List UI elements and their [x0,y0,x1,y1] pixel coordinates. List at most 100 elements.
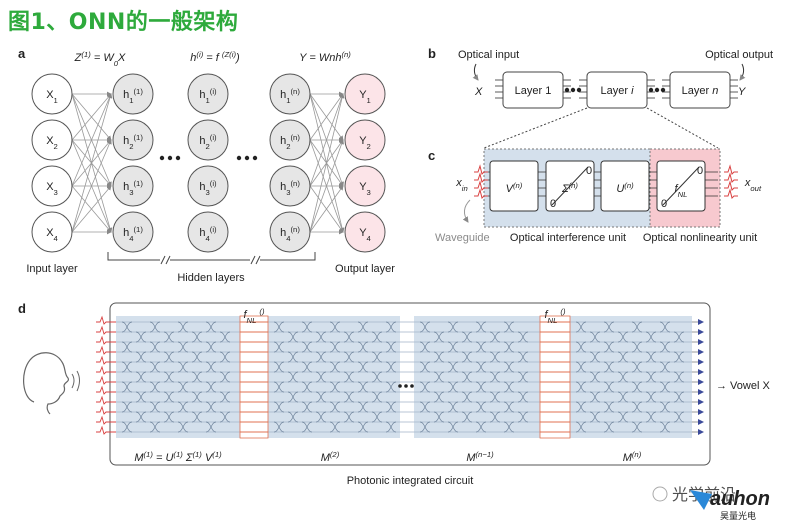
superscript: (n) [291,87,301,96]
mzi-coupler [603,341,615,353]
glyph: M [466,452,476,464]
glyph: Y [359,135,367,147]
mzi-coupler [433,391,445,403]
mzi-coupler [149,361,161,373]
output-pulse [724,180,738,191]
brand-logo-icon [690,490,712,510]
mzi-coupler [385,321,397,333]
neuron-label: h1(1) [123,87,143,105]
mzi-coupler [503,381,515,393]
ellipsis-dot [244,155,250,161]
ellipsis-dot [570,87,576,93]
layer-index: n [712,85,718,97]
mzi-coupler [617,391,629,403]
nonlinearity-unit-label: Optical nonlinearity unit [643,232,757,244]
mesh-block [414,316,540,438]
neuron-node [187,211,229,253]
waveguide-pointer [462,199,471,223]
mzi-coupler [617,331,629,343]
subscript: 3 [54,188,58,197]
input-pulse [96,335,116,345]
mzi-coupler [301,421,313,433]
neuron-node [344,165,386,207]
input-pulse [474,164,488,175]
mzi-coupler [163,331,175,343]
superscript: (i) [210,87,217,96]
glyph: = [203,52,216,64]
glyph: h [199,89,205,101]
neuron-node [31,211,73,253]
superscript: (i) [210,179,217,188]
matrix-block [600,160,650,212]
vowel-output-label: → Vowel X [716,380,770,392]
mzi-coupler [489,331,501,343]
mzi-coupler [149,421,161,433]
mzi-coupler [191,371,203,383]
mzi-coupler [273,341,285,353]
mzi-coupler [163,351,175,363]
mzi-coupler [219,331,231,343]
mzi-coupler [575,401,587,413]
mzi-coupler [419,421,431,433]
matrix-label: M(1) = U(1) Σ(1) V(1) [134,450,222,465]
mzi-coupler [205,421,217,433]
mzi-coupler [589,351,601,363]
mzi-coupler [219,351,231,363]
mzi-coupler [149,401,161,413]
glyph: f [243,309,247,321]
photodetector-icon [698,389,704,395]
diagonal-line [662,166,700,206]
glyph: Y [359,181,367,193]
input-pulse [96,365,116,375]
mzi-coupler [315,411,327,423]
mzi-coupler [273,321,285,333]
neuron-label: h4(i) [199,225,217,243]
neuron-label: h4(n) [280,225,300,243]
mzi-coupler [205,341,217,353]
connection-arrow [309,93,344,141]
neuron-node [112,165,154,207]
mzi-coupler [329,421,341,433]
mzi-coupler [503,321,515,333]
layer-label: Layer n [682,85,719,97]
brand-name: auhon [710,488,770,510]
mzi-coupler [357,321,369,333]
superscript: (2) [330,450,340,459]
mzi-coupler [631,381,643,393]
mzi-coupler [121,341,133,353]
input-pulse [96,385,116,395]
ellipsis-dot [410,384,414,388]
subscript: in [462,184,468,193]
layer-box [586,71,648,109]
superscript: (Z(i) [222,50,237,59]
glyph: Σ [561,183,569,195]
layer-index: 1 [545,85,551,97]
mzi-coupler [371,371,383,383]
glyph: V [506,183,515,195]
neuron-node [269,119,311,161]
mzi-coupler [329,361,341,373]
mzi-coupler [329,321,341,333]
zoom-line [483,107,588,149]
neuron-label: h4(1) [123,225,143,243]
glyph: X [46,181,54,193]
input-pulse [96,375,116,385]
mzi-coupler [517,411,529,423]
ellipsis-dot [398,384,402,388]
mzi-coupler [163,371,175,383]
superscript: (n) [291,179,301,188]
mzi-coupler [489,391,501,403]
mzi-coupler [575,341,587,353]
connection-arrow [309,93,345,233]
subscript: 4 [286,234,291,243]
mzi-coupler [673,391,685,403]
x-symbol: X [474,86,483,98]
glyph: h [123,181,129,193]
glyph: W [103,52,115,64]
superscript: (1) [134,133,144,142]
panel-c-label: c [428,148,435,163]
subscript: 0 [114,59,119,68]
superscript: (1) [134,87,144,96]
neuron-node [344,211,386,253]
